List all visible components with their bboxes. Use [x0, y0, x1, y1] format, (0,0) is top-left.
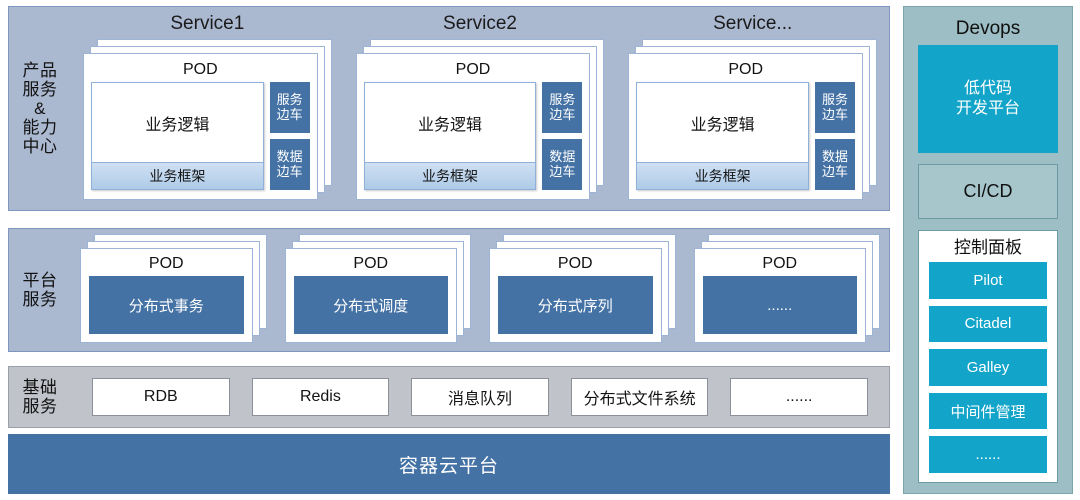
pod-card[interactable]: POD 分布式序列 [489, 248, 662, 343]
product-services-body: Service1 POD 业务逻辑 业务框架 [71, 7, 889, 210]
pod-stack: POD 业务逻辑 业务框架 服务 边车 数据 边车 [628, 39, 878, 200]
pod-card[interactable]: POD 业务逻辑 业务框架 服务 边车 数据 边车 [628, 53, 864, 200]
pod-inner: 业务逻辑 业务框架 服务 边车 数据 边车 [91, 82, 310, 192]
service-title: Service... [713, 13, 793, 34]
basic-service-redis[interactable]: Redis [251, 378, 390, 416]
business-column: 业务逻辑 业务框架 [363, 82, 537, 190]
control-panel: 控制面板 Pilot Citadel Galley 中间件管理 ...... [918, 230, 1058, 483]
pod-title: POD [762, 255, 798, 272]
layer-product-service: 产品 服务 & 能力 中心 Service1 POD 业务逻辑 业务框架 [8, 6, 890, 211]
service-sidecar-box: 服务 边车 [542, 82, 583, 133]
basic-service-rdb[interactable]: RDB [92, 378, 230, 416]
business-framework-box: 业务框架 [92, 162, 263, 189]
service-sidecar-box: 服务 边车 [269, 82, 310, 133]
platform-pod-name: ...... [702, 276, 857, 334]
layers-column: 产品 服务 & 能力 中心 Service1 POD 业务逻辑 业务框架 [8, 6, 890, 494]
pod-card[interactable]: POD 业务逻辑 业务框架 服务 边车 数据 边车 [355, 53, 591, 200]
service-group-2[interactable]: Service2 POD 业务逻辑 业务框架 [350, 9, 611, 204]
pod-title: POD [353, 255, 389, 272]
pod-stack: POD 业务逻辑 业务框架 服务 边车 数据 边车 [83, 39, 332, 200]
control-item-middleware-management[interactable]: 中间件管理 [929, 392, 1047, 430]
data-sidecar-box: 数据 边车 [542, 139, 583, 190]
platform-pod-3[interactable]: POD 分布式序列 [489, 234, 676, 343]
business-logic-box: 业务逻辑 [418, 116, 483, 134]
devops-panel: Devops 低代码 开发平台 CI/CD 控制面板 Pilot Citadel… [903, 6, 1073, 494]
platform-services-body: POD 分布式事务 POD 分布式调度 POD [71, 229, 889, 351]
control-item-pilot[interactable]: Pilot [929, 262, 1047, 299]
layer-platform-service: 平台 服务 POD 分布式事务 POD 分布式调度 [8, 228, 890, 352]
pod-title: POD [557, 255, 593, 272]
pod-title: POD [455, 61, 491, 78]
layer-label-product: 产品 服务 & 能力 中心 [22, 60, 58, 157]
basic-service-more[interactable]: ...... [730, 378, 868, 416]
sidecar-column: 服务 边车 数据 边车 [542, 82, 583, 190]
basic-services-body: RDB Redis 消息队列 分布式文件系统 ...... [71, 367, 889, 427]
business-logic-box: 业务逻辑 [690, 116, 755, 134]
pod-inner: 业务逻辑 业务框架 服务 边车 数据 边车 [636, 82, 856, 192]
service-group-1[interactable]: Service1 POD 业务逻辑 业务框架 [77, 9, 338, 204]
pod-card[interactable]: POD 业务逻辑 业务框架 服务 边车 数据 边车 [83, 53, 318, 200]
platform-pod-2[interactable]: POD 分布式调度 [284, 234, 471, 343]
platform-pod-4[interactable]: POD ...... [693, 234, 880, 343]
business-column: 业务逻辑 业务框架 [91, 82, 264, 190]
container-cloud-platform-bar: 容器云平台 [8, 434, 890, 494]
sidecar-column: 服务 边车 数据 边车 [815, 82, 856, 190]
control-item-citadel[interactable]: Citadel [929, 305, 1047, 343]
pod-card[interactable]: POD ...... [693, 248, 866, 343]
business-framework-box: 业务框架 [637, 162, 809, 189]
devops-title: Devops [955, 18, 1021, 39]
control-item-galley[interactable]: Galley [929, 349, 1047, 386]
pod-card[interactable]: POD 分布式调度 [284, 248, 457, 343]
service-title: Service2 [443, 13, 517, 34]
pod-stack: POD 业务逻辑 业务框架 服务 边车 数据 边车 [355, 39, 605, 200]
service-sidecar-box: 服务 边车 [815, 82, 856, 133]
lowcode-platform-box[interactable]: 低代码 开发平台 [918, 45, 1058, 153]
layer-basic-service: 基础 服务 RDB Redis 消息队列 分布式文件系统 ...... [8, 366, 890, 428]
basic-service-message-queue[interactable]: 消息队列 [411, 378, 549, 416]
platform-pod-name: 分布式序列 [498, 276, 653, 334]
sidecar-column: 服务 边车 数据 边车 [269, 82, 310, 190]
platform-pod-name: 分布式调度 [293, 276, 448, 334]
cicd-box[interactable]: CI/CD [918, 164, 1058, 219]
pod-title: POD [183, 61, 218, 78]
pod-inner: 业务逻辑 业务框架 服务 边车 数据 边车 [363, 82, 583, 192]
control-panel-title: 控制面板 [954, 238, 1022, 257]
pod-card[interactable]: POD 分布式事务 [80, 248, 253, 343]
data-sidecar-box: 数据 边车 [269, 139, 310, 190]
pod-title: POD [728, 61, 764, 78]
service-group-3[interactable]: Service... POD 业务逻辑 业务框架 [622, 9, 883, 204]
data-sidecar-box: 数据 边车 [815, 139, 856, 190]
service-title: Service1 [170, 13, 245, 34]
control-item-more[interactable]: ...... [929, 436, 1047, 473]
platform-pod-1[interactable]: POD 分布式事务 [80, 234, 267, 343]
business-framework-box: 业务框架 [364, 162, 536, 189]
business-logic-box: 业务逻辑 [145, 116, 210, 134]
layer-label-basic: 基础 服务 [22, 377, 58, 416]
control-panel-items: Pilot Citadel Galley 中间件管理 ...... [929, 262, 1047, 473]
pod-title: POD [148, 255, 184, 272]
basic-service-distributed-file-system[interactable]: 分布式文件系统 [570, 378, 709, 416]
business-column: 业务逻辑 业务框架 [636, 82, 810, 190]
layer-label-platform: 平台 服务 [22, 270, 58, 309]
platform-pod-name: 分布式事务 [89, 276, 244, 334]
